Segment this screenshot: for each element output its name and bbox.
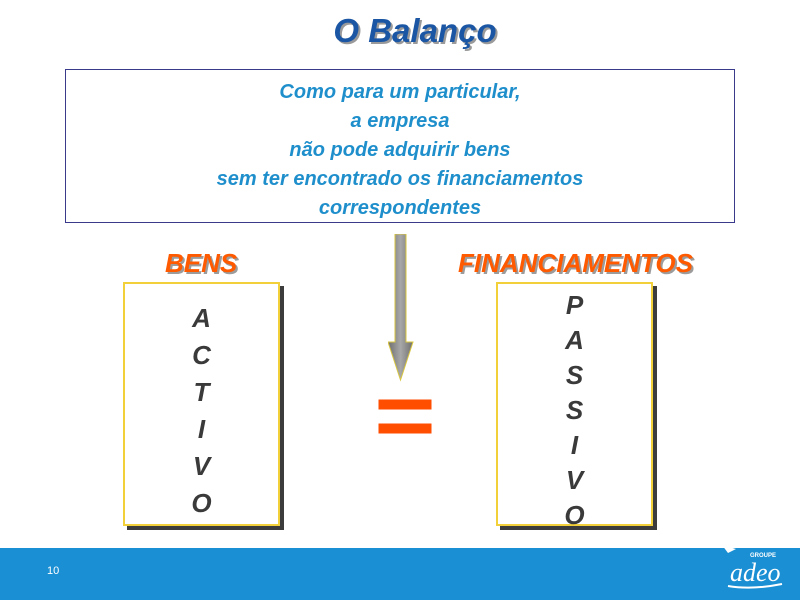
equals-icon <box>378 399 432 435</box>
statement-box: Como para um particular, a empresa não p… <box>65 69 735 223</box>
passivo-letter: S <box>565 395 584 425</box>
statement-line: sem ter encontrado os financiamentos <box>216 168 584 190</box>
logo-brand-text: adeo <box>730 558 781 587</box>
passivo-letter: S <box>565 360 584 390</box>
activo-letter: I <box>197 414 206 444</box>
passivo-letter: O <box>564 500 585 530</box>
page-number: 10 <box>47 565 60 577</box>
footer-bar <box>0 548 800 600</box>
statement-line: correspondentes <box>318 197 482 219</box>
slide-title: O Balanço <box>333 12 497 49</box>
statement-line: a empresa <box>350 110 450 132</box>
activo-letter: T <box>193 377 210 407</box>
activo-letter: V <box>192 451 211 481</box>
logo-groupe-text: GROUPE <box>750 553 776 559</box>
financiamentos-heading: FINANCIAMENTOS <box>458 248 693 278</box>
passivo-letter: A <box>565 325 584 355</box>
passivo-box: P A S S I V O <box>496 282 653 530</box>
down-arrow-icon <box>388 234 414 382</box>
activo-letter: C <box>192 340 211 370</box>
activo-letter: A <box>192 303 211 333</box>
statement-line: Como para um particular, <box>279 81 521 103</box>
passivo-letter: V <box>565 465 584 495</box>
activo-box: A C T I V O <box>123 282 280 526</box>
passivo-letter: I <box>570 430 579 460</box>
passivo-letter: P <box>565 290 584 320</box>
statement-line: não pode adquirir bens <box>289 139 511 161</box>
adeo-logo: GROUPE adeo <box>722 545 783 589</box>
bens-heading: BENS <box>165 248 238 278</box>
activo-letter: O <box>191 488 212 518</box>
